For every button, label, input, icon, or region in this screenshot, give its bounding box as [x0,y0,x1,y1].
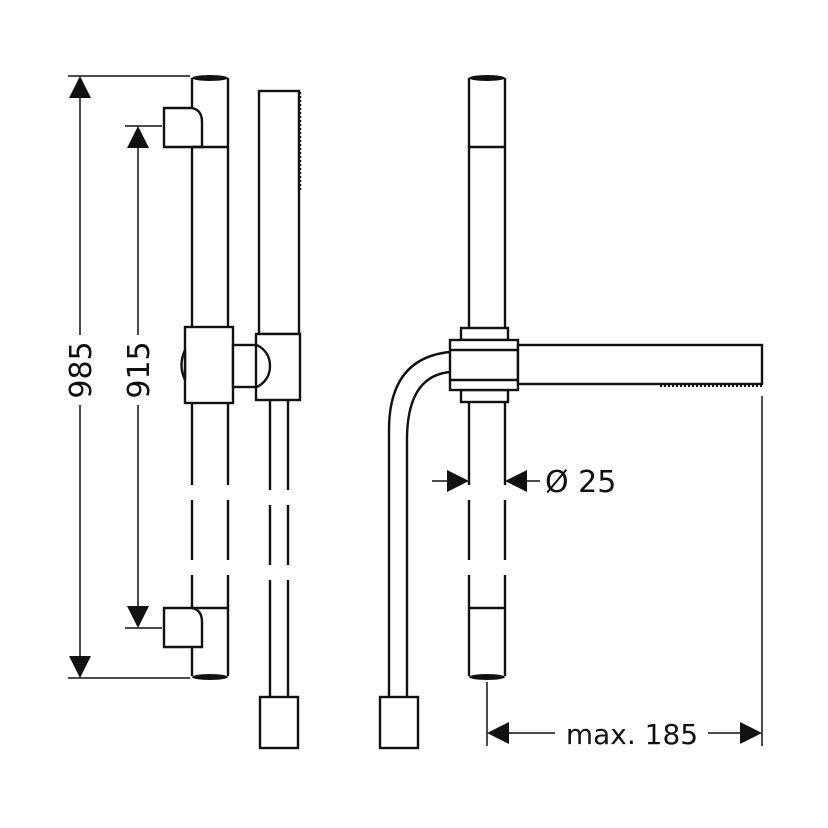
dimension-915: 915 [118,125,162,629]
hose [268,400,290,697]
dimension-915-label: 915 [122,341,157,398]
slider [183,325,235,405]
hose-end [258,695,300,750]
dimension-max-185: max. 185 [486,396,763,751]
dimension-diameter-label: Ø 25 [545,465,616,500]
connector [231,343,259,389]
dimension-985-label: 985 [64,341,99,398]
dimension-max-185-label: max. 185 [566,718,698,751]
front-view [162,75,302,750]
hose-end-side [378,695,420,750]
rail-side [467,75,507,680]
top-bracket [162,106,204,149]
slider-knob-icon [180,349,187,381]
shower-holder [254,332,302,402]
hand-shower [257,89,301,336]
side-view [378,75,764,750]
dimension-985: 985 [60,75,190,679]
dimension-diameter: Ø 25 [432,465,616,500]
shower-arm [516,343,764,386]
hose-bend [387,350,451,697]
bottom-bracket [162,606,204,649]
clamp [448,338,520,392]
